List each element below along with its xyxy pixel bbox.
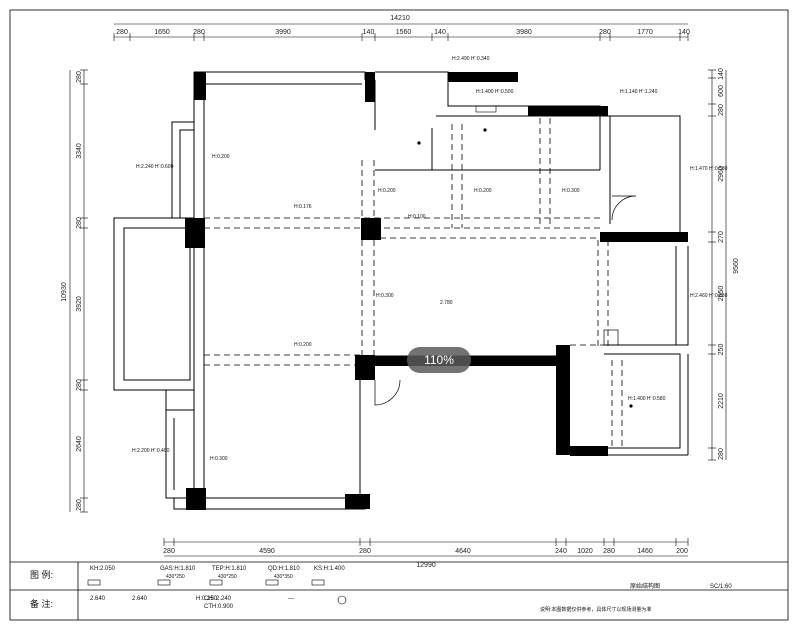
bottom-dim-label: 280 [163, 548, 175, 555]
legend-title-label: 图 例: [30, 569, 53, 580]
legend-item-sub: 430*250 [166, 574, 185, 580]
legend-item-sub: 430*350 [274, 574, 293, 580]
right-dim-label: 600 [718, 85, 725, 97]
bottom-dim-label: 200 [676, 548, 688, 555]
bottom-dim-label: 280 [359, 548, 371, 555]
left-dim-label: 3340 [76, 143, 83, 159]
legend-note-label: 备 注: [30, 598, 53, 609]
left-dim-label: 2640 [76, 436, 83, 452]
dimension-annotation: H:1.400 H':0.580 [628, 396, 666, 402]
top-total-dim: 14210 [390, 15, 410, 22]
dimension-annotation: H:0.176 [294, 204, 312, 210]
left-dim-label: 280 [76, 217, 83, 229]
dimension-annotation: H:0.200 [474, 188, 492, 194]
left-total-dim: 10930 [61, 282, 68, 302]
legend-item: KS:H:1.400 [314, 566, 345, 572]
top-dim-label: 280 [193, 29, 205, 36]
legend-note-item: CH: 2.240 [204, 596, 232, 602]
bottom-dim-label: 1020 [577, 548, 593, 555]
dimension-annotation: H:2.240 H':0.600 [136, 164, 174, 170]
left-dim-label: 280 [76, 499, 83, 511]
dimension-annotation: H:0.200 [378, 188, 396, 194]
legend-item-sub: 430*250 [218, 574, 237, 580]
top-dim-label: 140 [363, 29, 375, 36]
left-dim-label: 280 [76, 379, 83, 391]
top-dim-label: 140 [678, 29, 690, 36]
bottom-dim-label: 280 [603, 548, 615, 555]
top-dim-label: 1560 [396, 29, 412, 36]
right-dim-label: 280 [718, 104, 725, 116]
legend-table [10, 561, 788, 620]
legend-symbol [87, 579, 101, 586]
dimension-annotation: H:0.200 [294, 342, 312, 348]
right-dim-label: 270 [718, 231, 725, 243]
dimension-lines [69, 23, 727, 557]
drawing-note: 说明:本图数据仅供参考，具体尺寸以现场测量为准 [540, 606, 651, 613]
bottom-dim-label: 4640 [455, 548, 471, 555]
bottom-total-dim: 12990 [416, 562, 436, 569]
right-dim-label: 2210 [718, 393, 725, 409]
top-dim-label: 280 [599, 29, 611, 36]
right-dim-label: 280 [718, 448, 725, 460]
top-dim-label: 1770 [637, 29, 653, 36]
dimension-annotation: H:0.300 [562, 188, 580, 194]
dimension-annotation: H:1.400 H':0.500 [476, 89, 514, 95]
legend-item: KH:2.050 [90, 566, 116, 572]
legend-item: GAS:H:1.810 [160, 566, 196, 572]
legend-symbol [209, 579, 223, 586]
top-dim-label: 280 [116, 29, 128, 36]
drawing-title: 原始结构图 [630, 582, 660, 590]
legend-note-sub: CTH:0.900 [204, 604, 234, 610]
top-dim-label: 3980 [516, 29, 532, 36]
beam-lines [204, 118, 680, 450]
right-dim-label: 140 [718, 68, 725, 80]
legend-symbol [311, 579, 325, 586]
structural-columns [185, 72, 688, 510]
left-dim-label: 280 [76, 71, 83, 83]
right-total-dim: 9560 [733, 258, 740, 274]
zoom-level-indicator[interactable]: 110% [407, 347, 471, 373]
bottom-dim-label: 4590 [259, 548, 275, 555]
dimension-annotation: H:0.100 [408, 214, 426, 220]
walls [113, 71, 689, 510]
right-dim-label: 250 [718, 344, 725, 356]
dimension-annotation: H:0.200 [212, 154, 230, 160]
right-dim-label: 2960 [718, 166, 725, 182]
dimension-annotation: 2.780 [440, 300, 453, 306]
fixture-points [417, 105, 633, 408]
bottom-dim-label: 240 [555, 548, 567, 555]
drawing-scale: SC/1:60 [710, 584, 732, 590]
doors [374, 195, 637, 406]
legend-symbol [337, 595, 347, 605]
dimension-annotation: H:2.200 H':0.400 [132, 448, 170, 454]
dimension-annotation: H:2.460 H':0.830 [690, 293, 728, 299]
legend-item: QD:H:1.810 [268, 566, 300, 572]
left-dim-label: 3920 [76, 296, 83, 312]
dimension-annotation: H:2.490 H':0.340 [452, 56, 490, 62]
bottom-dim-label: 1460 [637, 548, 653, 555]
legend-symbol [157, 579, 171, 586]
dimension-annotation: H:0.300 [376, 293, 394, 299]
top-dim-label: 3990 [275, 29, 291, 36]
legend-note-item: — [288, 596, 294, 602]
legend-item: TEP:H:1.810 [212, 566, 247, 572]
top-dim-label: 1650 [154, 29, 170, 36]
legend-symbol [265, 579, 279, 586]
dimension-annotation: H:1.140 H':1.240 [620, 89, 658, 95]
legend-note-item: 2.640 [132, 596, 148, 602]
right-dim-label: 2650 [718, 286, 725, 302]
legend-note-item: 2.640 [90, 596, 106, 602]
dimension-annotation: H:1.470 H':0.530 [690, 166, 728, 172]
drawing-frame [9, 9, 789, 621]
legend-note-item: H:0.150 [196, 596, 218, 602]
dimension-annotation: H:0.300 [210, 456, 228, 462]
top-dim-label: 140 [434, 29, 446, 36]
